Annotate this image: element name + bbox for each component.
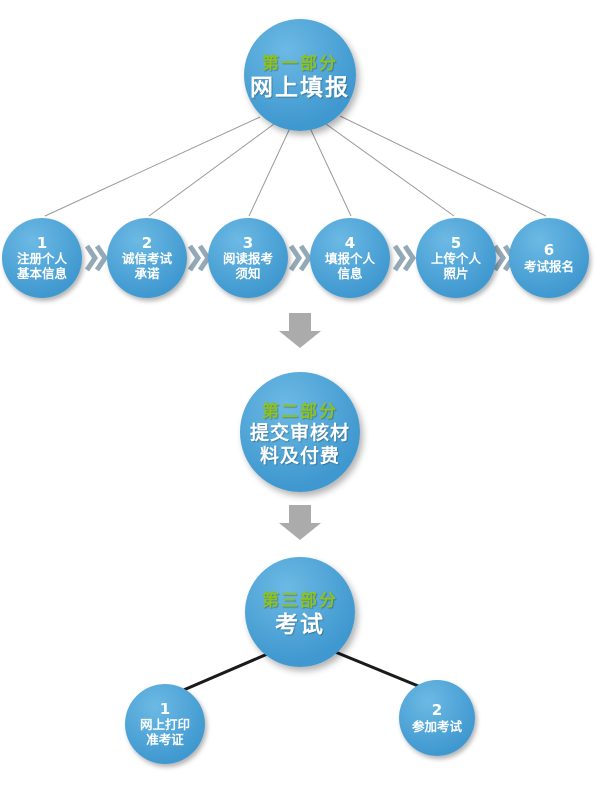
part1-fan-lines [44,115,547,217]
part3-label: 第三部分 [262,590,338,611]
step-label: 参加考试 [411,718,462,734]
step-number: 2 [141,233,153,252]
step-number: 3 [242,233,254,252]
step-number: 5 [450,233,462,252]
step-number: 6 [543,241,555,260]
step-label: 上传个人 照片 [430,251,481,282]
part2-label: 第二部分 [262,401,338,422]
step-number: 1 [36,233,48,252]
step-label: 网上打印 准考证 [139,717,190,748]
part1-circle: 第一部分 网上填报 [244,19,356,131]
part1-step-2-circle: 2 诚信考试 承诺 [107,218,187,298]
part1-step-3-circle: 3 阅读报考 须知 [208,218,288,298]
step-label: 诚信考试 承诺 [121,251,172,282]
part2-circle: 第二部分 提交审核材 料及付费 [240,372,360,492]
step-number: 1 [159,699,171,718]
part1-step-6-circle: 6 考试报名 [509,218,589,298]
step-label: 填报个人 信息 [324,251,375,282]
part3-step-2-circle: 2 参加考试 [399,680,475,756]
part1-step-1-circle: 1 注册个人 基本信息 [2,218,82,298]
part1-step-5-circle: 5 上传个人 照片 [416,218,496,298]
step-number: 2 [431,701,443,720]
part1-step-4-circle: 4 填报个人 信息 [310,218,390,298]
part1-title: 网上填报 [250,73,350,101]
step-label: 考试报名 [523,258,574,274]
part3-title: 考试 [275,610,325,638]
step-label: 注册个人 基本信息 [16,251,67,282]
step-label: 阅读报考 须知 [222,251,273,282]
flow-arrow-down-icon [279,313,321,348]
flow-arrow-down-icon [279,505,321,540]
part1-label: 第一部分 [262,53,338,74]
part3-circle: 第三部分 考试 [245,557,355,667]
part3-step-1-circle: 1 网上打印 准考证 [125,684,205,764]
part2-title: 提交审核材 料及付费 [249,421,350,467]
step-number: 4 [344,233,356,252]
